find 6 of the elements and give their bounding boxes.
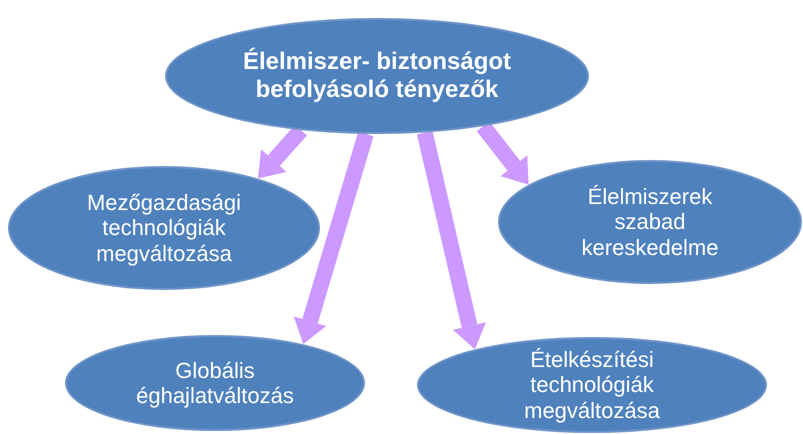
- node-text: Ételkészítési technológiák megváltozása: [523, 347, 661, 423]
- node-text: Élelmiszer- biztonságot befolyásoló tényezők: [242, 48, 512, 104]
- block-arrow: [294, 132, 374, 344]
- node-text: Élelmiszerek szabad kereskedelme: [580, 184, 720, 260]
- node-text: Globális éghajlatváltozás: [135, 358, 295, 408]
- node-text: Mezőgazdasági technológiák megváltozása: [86, 190, 242, 266]
